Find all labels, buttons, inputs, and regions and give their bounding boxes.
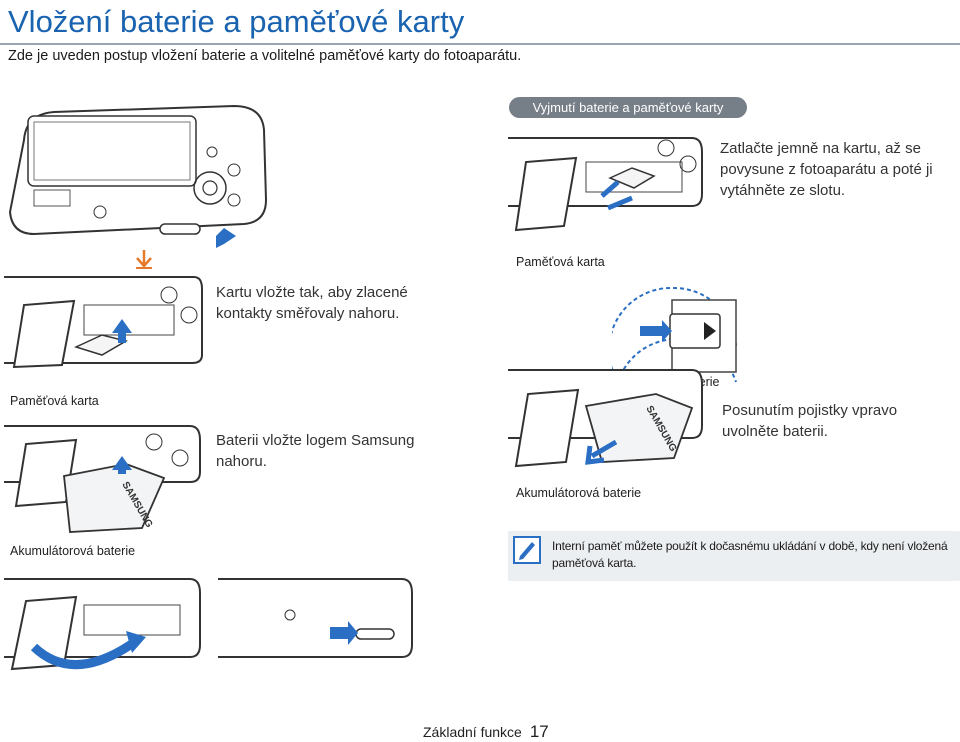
battery-lock-zoom-detail [612,286,742,386]
title-divider [0,43,960,45]
battery-remove-illustration: SAMSUNG [506,366,706,478]
page-number: 17 [529,722,549,741]
camera-bottom-illustration [216,575,416,687]
page-footer: Základní funkce 17 [423,722,549,742]
intro-text: Zde je uveden postup vložení baterie a v… [8,48,522,64]
card-insert-illustration [4,275,204,373]
battery-label-right: Akumulátorová baterie [516,486,642,500]
battery-remove-instruction: Posunutím pojistky vpravo uvolněte bater… [722,402,898,440]
card-remove-instruction: Zatlačte jemně na kartu, až se povysune … [720,140,933,199]
card-remove-illustration [506,134,706,246]
page-title: Vložení baterie a paměťové karty [8,4,465,39]
note-box [508,531,960,581]
camera-back-illustration [4,100,272,250]
next-step-arrow-icon [134,250,154,270]
battery-insert-illustration: SAMSUNG [4,422,204,540]
memory-card-label: Paměťová karta [10,394,99,408]
battery-label: Akumulátorová baterie [10,544,136,558]
note-pencil-icon [513,536,541,564]
card-insert-instruction: Kartu vložte tak, aby zlacené kontakty s… [216,284,408,322]
removal-section-header: Vyjmutí baterie a paměťové karty [509,97,747,118]
footer-section: Základní funkce [423,724,522,740]
battery-insert-instruction: Baterii vložte logem Samsung nahoru. [216,432,415,470]
note-text: Interní paměť můžete použít k dočasnému … [552,539,948,570]
memory-card-label-right: Paměťová karta [516,255,605,269]
door-close-illustration [4,575,204,687]
